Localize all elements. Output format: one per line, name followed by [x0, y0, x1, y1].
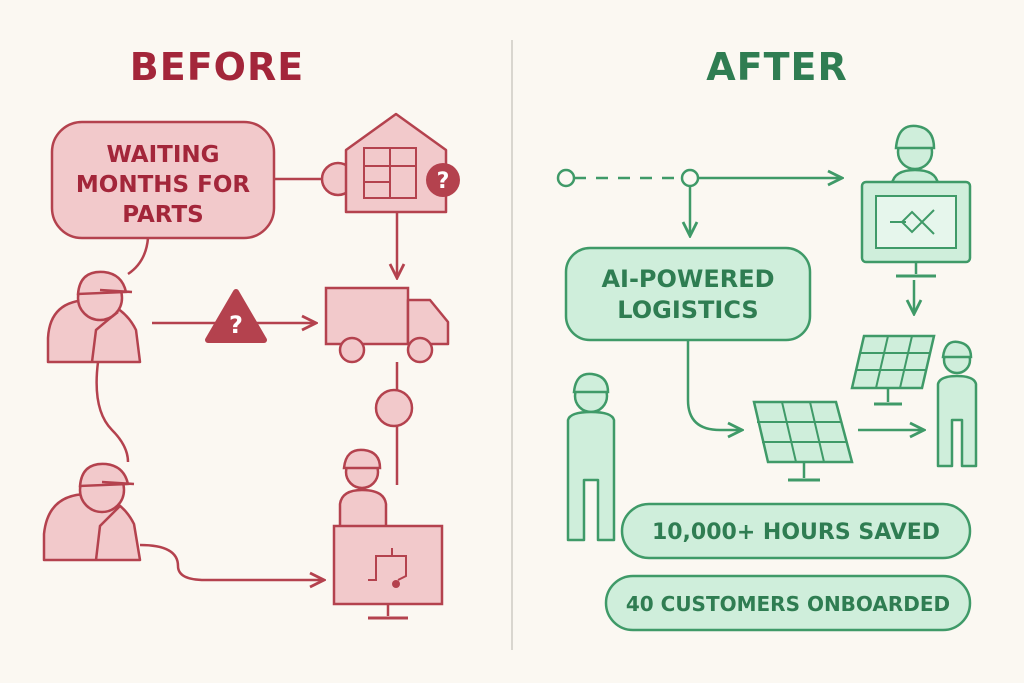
- computer-icon: [332, 524, 444, 620]
- stat-customers-text: 40 CUSTOMERS ONBOARDED: [626, 592, 950, 616]
- connector-node-bottom: [374, 388, 414, 428]
- after-title: AFTER: [706, 45, 848, 89]
- worker-icon-at-monitor: [890, 124, 940, 185]
- solar-panel-icon-right: [850, 334, 936, 406]
- before-title: BEFORE: [130, 45, 304, 89]
- warning-triangle-icon: ?: [205, 289, 267, 343]
- monitor-icon: [860, 180, 972, 278]
- stat-hours-saved-pill: 10,000+ HOURS SAVED: [620, 502, 972, 560]
- worker-icon-frustrated-1: [46, 270, 142, 364]
- worker-computer-arrow: [139, 543, 324, 580]
- ai-logistics-box: AI-POWERED LOGISTICS: [564, 246, 812, 342]
- warehouse-icon: [344, 112, 448, 214]
- logistics-line-2: LOGISTICS: [617, 296, 758, 324]
- worker-icon-frustrated-2: [42, 462, 142, 562]
- logistics-panel-arrow: [686, 340, 742, 430]
- logistics-line-1: AI-POWERED: [601, 265, 774, 293]
- warning-question-mark: ?: [229, 311, 243, 339]
- callout-line-3: PARTS: [122, 202, 203, 228]
- stat-hours-saved-text: 10,000+ HOURS SAVED: [652, 520, 940, 545]
- callout-line-2: MONTHS FOR: [76, 172, 250, 198]
- truck-icon: [324, 286, 450, 364]
- worker-to-worker-connector: [95, 361, 130, 463]
- worker-icon-standing-left: [566, 372, 616, 542]
- stat-customers-pill: 40 CUSTOMERS ONBOARDED: [604, 574, 972, 632]
- svg-text:?: ?: [437, 169, 450, 194]
- waiting-callout: WAITING MONTHS FOR PARTS: [50, 120, 276, 276]
- dashed-flow-connector: [556, 168, 842, 236]
- solar-panel-icon-middle: [752, 400, 854, 482]
- worker-icon-standing-right: [936, 340, 978, 468]
- callout-line-1: WAITING: [106, 142, 219, 168]
- question-badge-warehouse: ?: [426, 163, 460, 197]
- worker-icon-at-computer: [338, 448, 388, 528]
